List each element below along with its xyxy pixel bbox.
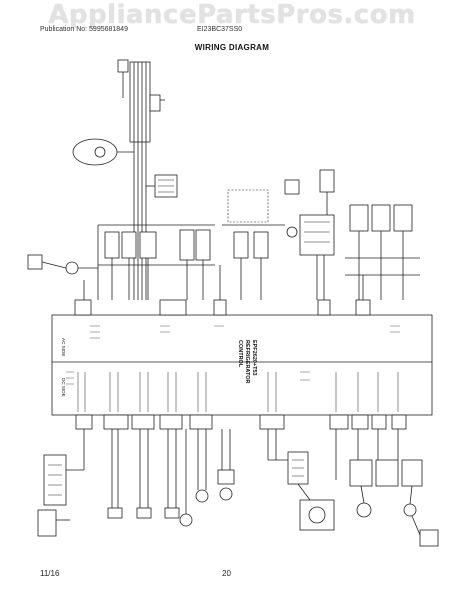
footer-page-number: 20 — [222, 569, 231, 578]
bottom-left-bank — [37, 429, 85, 537]
upper-harness — [117, 59, 165, 300]
bottom-right-modules — [335, 429, 439, 547]
page-title: WIRING DIAGRAM — [194, 43, 270, 52]
control-name-line3: CONTROL — [237, 340, 243, 368]
relay-cluster — [98, 224, 215, 300]
bottom-sensors — [107, 429, 209, 527]
control-name-line1: EPF2620+T53 — [251, 340, 257, 376]
fan-motor — [217, 429, 235, 501]
inverter-block — [267, 429, 335, 531]
light-switch-group — [219, 189, 285, 300]
control-board — [51, 314, 433, 416]
control-name-line2: REFRIGERATOR — [244, 340, 250, 384]
publication-number: Publication No: 5995681849 — [40, 26, 128, 33]
board-internal-rows — [77, 372, 399, 412]
watermark-logo: AppliancePartsPros.com — [48, 0, 416, 30]
model-number: EI23BC37SS0 — [197, 26, 243, 33]
compressor — [72, 138, 134, 166]
right-modules — [284, 169, 335, 300]
board-text-texture — [66, 325, 400, 385]
footer-date: 11/16 — [40, 569, 60, 578]
defrost-block — [146, 174, 178, 198]
power-cord — [27, 225, 99, 300]
dc-side-label: DC SIDE — [61, 378, 66, 397]
right-heaters — [345, 204, 420, 300]
board-top-connectors — [74, 299, 371, 316]
board-bottom-connectors — [75, 414, 407, 430]
ac-side-label: AC SIDE — [61, 338, 66, 356]
